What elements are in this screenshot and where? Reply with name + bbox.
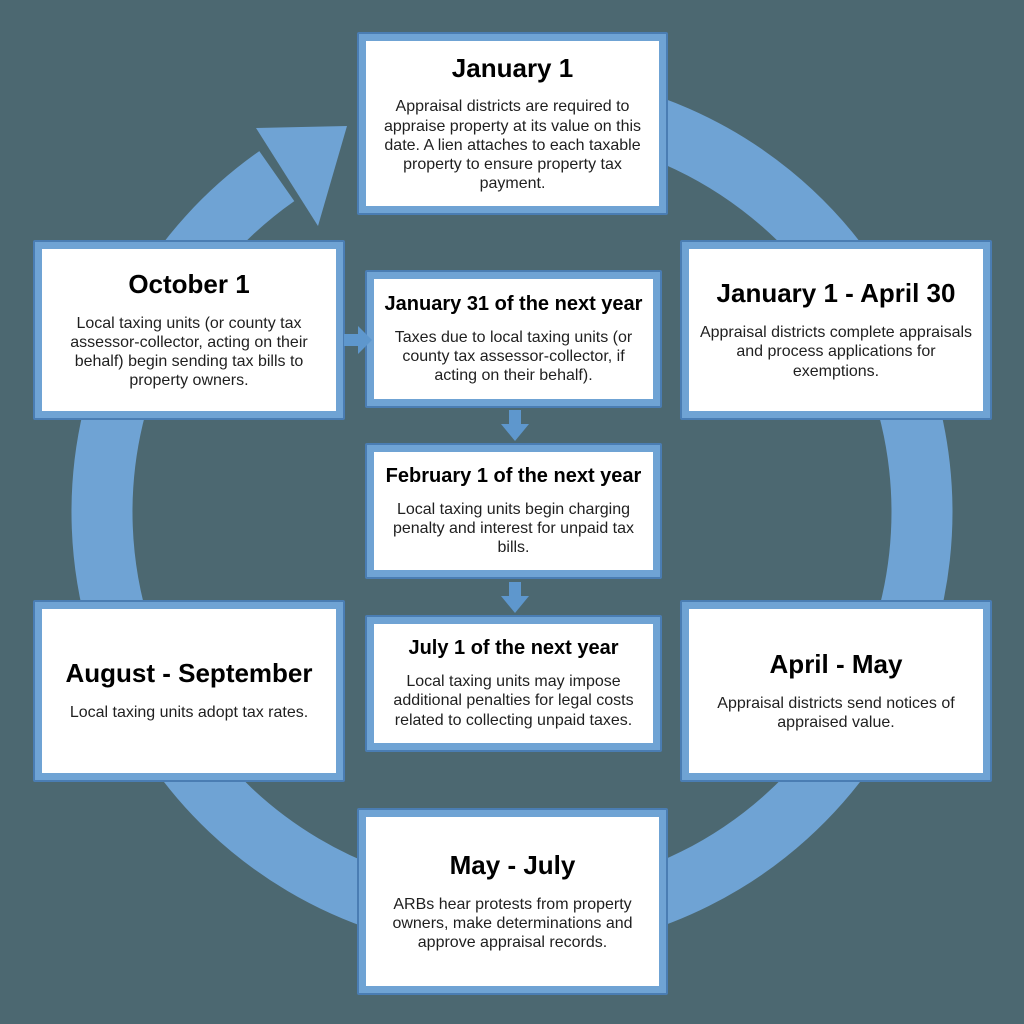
stage-body: Local taxing units begin charging penalt…: [392, 500, 635, 557]
stage-box-february-1-next-year: February 1 of the next year Local taxing…: [365, 443, 662, 579]
stage-body: Taxes due to local taxing units (or coun…: [394, 328, 633, 385]
stage-title: July 1 of the next year: [408, 637, 619, 660]
stage-body: ARBs hear protests from property owners,…: [392, 895, 633, 952]
stage-box-july-1-next-year: July 1 of the next year Local taxing uni…: [365, 615, 662, 752]
stage-box-surface: April - May Appraisal districts send not…: [689, 609, 983, 773]
stage-title: May - July: [449, 849, 576, 880]
stage-box-surface: October 1 Local taxing units (or county …: [42, 249, 336, 411]
circular-arrow-head-icon: [256, 126, 347, 226]
stage-title: January 31 of the next year: [384, 292, 643, 315]
stage-body: Appraisal districts complete appraisals …: [699, 324, 973, 380]
stage-box-april-may: April - May Appraisal districts send not…: [680, 600, 992, 782]
stage-title: February 1 of the next year: [385, 464, 642, 487]
stage-box-october-1: October 1 Local taxing units (or county …: [33, 240, 345, 420]
stage-title: January 1: [451, 52, 574, 83]
stage-box-surface: August - September Local taxing units ad…: [42, 609, 336, 773]
stage-body: Appraisal districts are required to appr…: [383, 98, 642, 193]
stage-title: April - May: [769, 648, 903, 679]
arrow-down-icon: [501, 410, 529, 441]
stage-title: August - September: [65, 658, 313, 689]
stage-body: Local taxing units may impose additional…: [393, 673, 634, 729]
stage-box-surface: May - July ARBs hear protests from prope…: [366, 817, 659, 986]
stage-title: January 1 - April 30: [716, 278, 956, 309]
stage-box-august-september: August - September Local taxing units ad…: [33, 600, 345, 782]
stage-box-may-july: May - July ARBs hear protests from prope…: [357, 808, 668, 995]
stage-box-january-1: January 1 Appraisal districts are requir…: [357, 32, 668, 215]
stage-box-surface: January 31 of the next year Taxes due to…: [374, 279, 653, 399]
stage-body: Local taxing units (or county tax assess…: [70, 314, 308, 390]
stage-title: October 1: [128, 268, 250, 299]
stage-body: Local taxing units adopt tax rates.: [69, 704, 309, 722]
stage-box-surface: July 1 of the next year Local taxing uni…: [374, 624, 653, 743]
stage-box-surface: February 1 of the next year Local taxing…: [374, 452, 653, 570]
stage-box-january-1-april-30: January 1 - April 30 Appraisal districts…: [680, 240, 992, 420]
stage-box-january-31-next-year: January 31 of the next year Taxes due to…: [365, 270, 662, 408]
stage-box-surface: January 1 Appraisal districts are requir…: [366, 41, 659, 206]
stage-body: Appraisal districts send notices of appr…: [717, 694, 955, 731]
stage-box-surface: January 1 - April 30 Appraisal districts…: [689, 249, 983, 411]
arrow-down-icon: [501, 582, 529, 613]
